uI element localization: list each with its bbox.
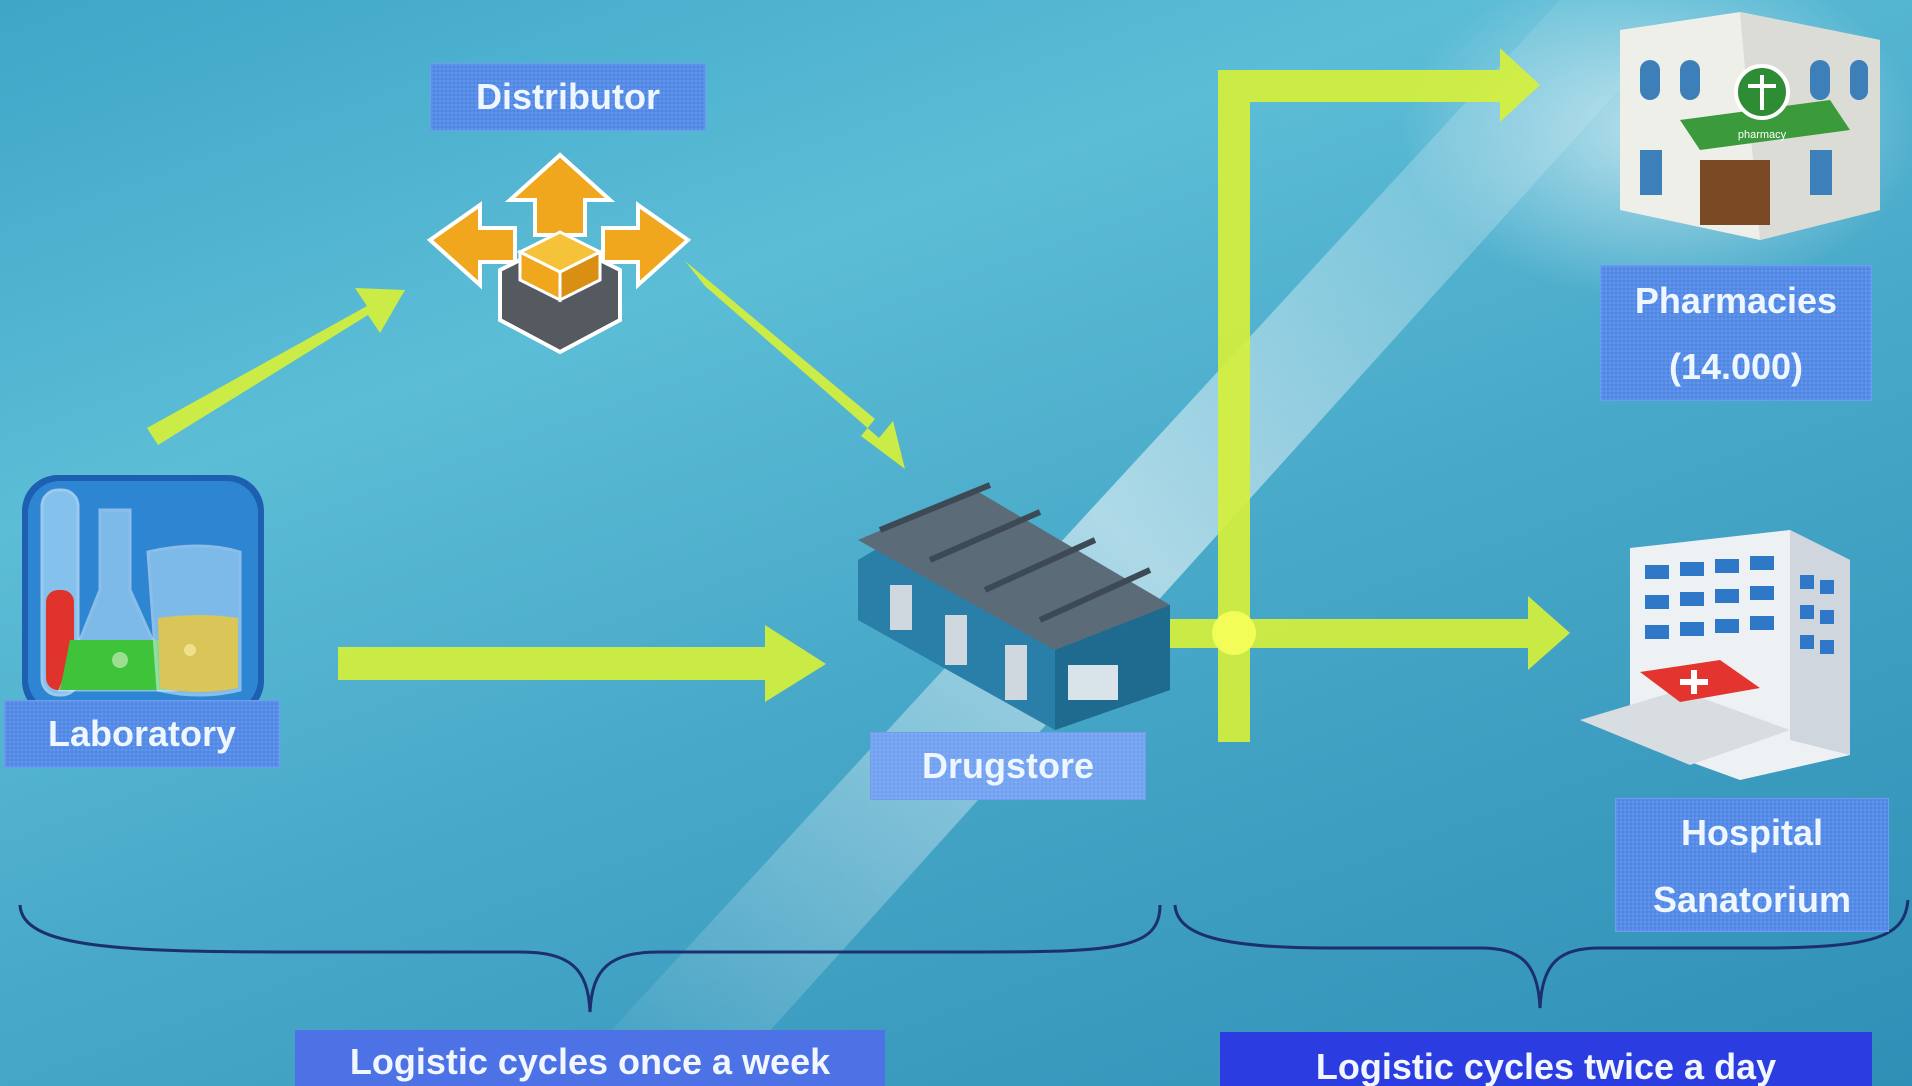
flow-arrows	[147, 48, 1570, 742]
pharmacies-label-line1: Pharmacies	[1634, 280, 1838, 321]
distributor-label-text: Distributor	[476, 76, 660, 117]
distributor-label: Distributor	[430, 63, 706, 131]
bracket-left	[18, 904, 1162, 1013]
bracket-right	[1173, 899, 1910, 1009]
cycle-daily-text: Logistic cycles twice a day	[1315, 1046, 1777, 1086]
hospital-building-icon	[1580, 530, 1850, 780]
arrow-drugstore-to-hospital	[1158, 596, 1570, 670]
arrow-lab-to-distributor	[147, 288, 405, 445]
arrow-drugstore-to-pharmacies	[1218, 48, 1540, 122]
cycle-daily-label: Logistic cycles twice a day	[1220, 1032, 1872, 1086]
pharmacies-label-line2: (14.000)	[1668, 346, 1804, 387]
drugstore-label: Drugstore	[870, 732, 1146, 800]
hospital-label-line2: Sanatorium	[1652, 879, 1852, 920]
lab-flasks-icon	[22, 475, 264, 717]
laboratory-label-text: Laboratory	[47, 713, 237, 754]
pharmacy-sign-text: pharmacy	[1738, 129, 1787, 141]
pharmacies-label: Pharmacies (14.000)	[1600, 265, 1872, 401]
hospital-label: Hospital Sanatorium	[1615, 798, 1889, 932]
light-beam	[560, 0, 1700, 1086]
cycle-weekly-text: Logistic cycles once a week	[349, 1041, 831, 1082]
distributor-box-icon	[426, 152, 692, 355]
hospital-label-line1: Hospital	[1680, 812, 1823, 853]
warehouse-icon	[858, 482, 1170, 730]
arrow-lab-to-drugstore	[338, 625, 826, 702]
cycle-weekly-label: Logistic cycles once a week	[295, 1030, 885, 1086]
arrow-distributor-to-drugstore	[685, 261, 905, 469]
arrow-junction	[1212, 611, 1256, 655]
pharmacy-building-icon	[1620, 12, 1880, 240]
drugstore-label-text: Drugstore	[921, 745, 1095, 786]
laboratory-label: Laboratory	[4, 700, 280, 768]
